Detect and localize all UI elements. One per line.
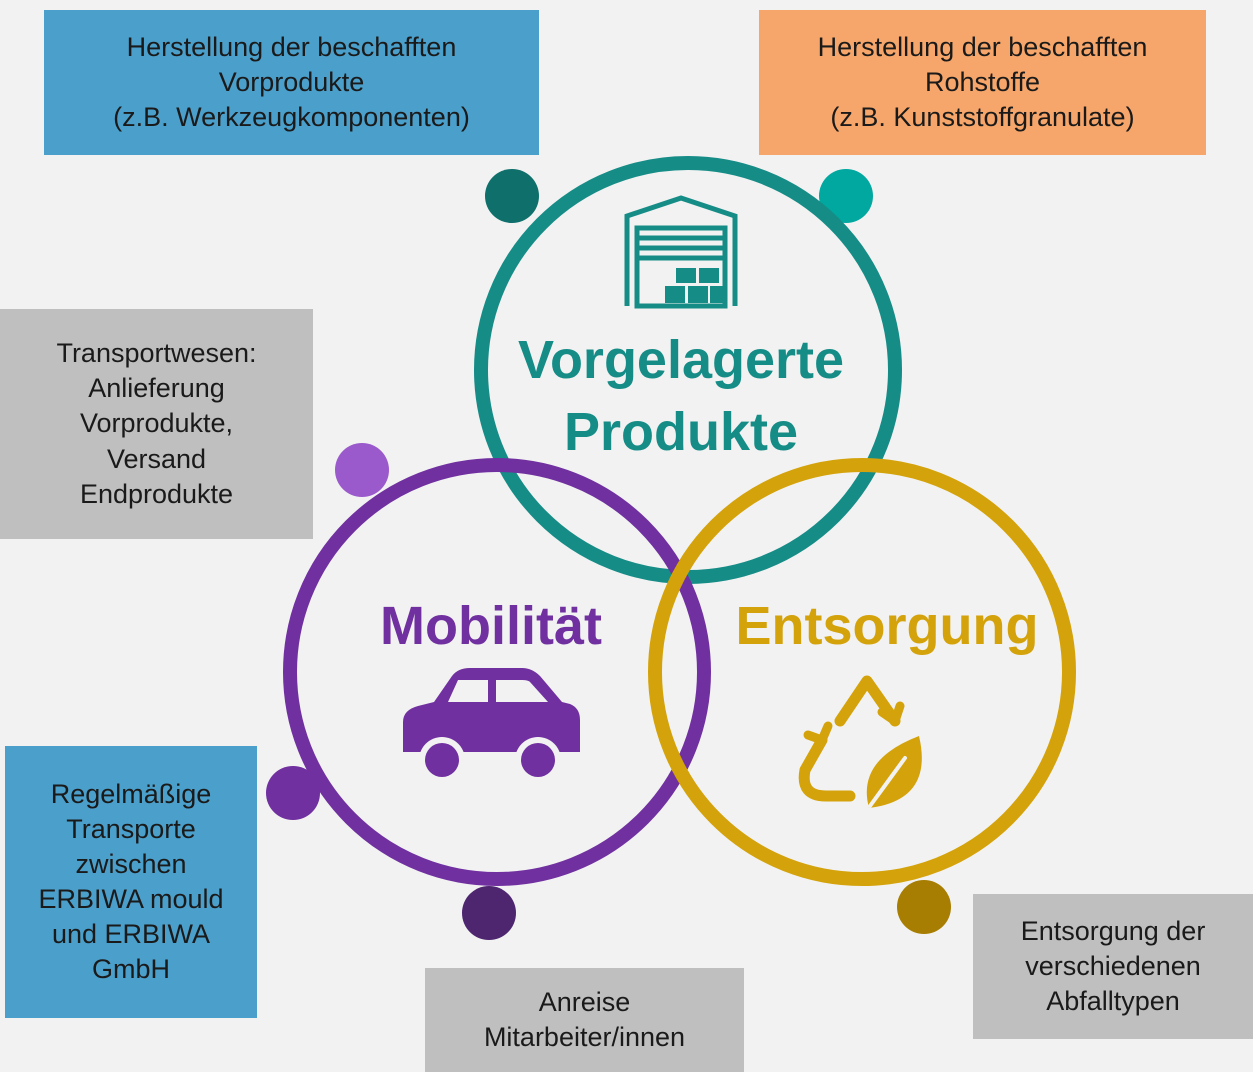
box-transportwesen: Transportwesen: Anlieferung Vorprodukte,…: [0, 309, 313, 539]
circle-entsorgung: [648, 458, 1076, 886]
car-icon: [403, 668, 580, 783]
label-entsorgung: Entsorgung: [736, 596, 1039, 656]
box-anreise: Anreise Mitarbeiter/innen: [425, 968, 744, 1072]
circle-mobilitaet: [283, 458, 711, 886]
dot-purple: [266, 766, 320, 820]
box-regelmaessige-transporte: Regelmäßige Transporte zwischen ERBIWA m…: [5, 746, 257, 1018]
label-produkte: Produkte: [564, 402, 798, 462]
dot-teal: [819, 169, 873, 223]
dot-dark-purple: [462, 886, 516, 940]
label-mobilitaet: Mobilität: [380, 596, 602, 656]
label-vorgelagerte: Vorgelagerte: [518, 330, 844, 390]
dot-dark-teal: [485, 169, 539, 223]
box-rohstoffe: Herstellung der beschafften Rohstoffe (z…: [759, 10, 1206, 155]
box-entsorgung-abfall: Entsorgung der verschiedenen Abfalltypen: [973, 894, 1253, 1039]
box-vorprodukte: Herstellung der beschafften Vorprodukte …: [44, 10, 539, 155]
dot-light-purple: [335, 443, 389, 497]
warehouse-icon: [624, 195, 738, 309]
recycle-leaf-icon: [798, 675, 922, 808]
dot-brown: [897, 880, 951, 934]
